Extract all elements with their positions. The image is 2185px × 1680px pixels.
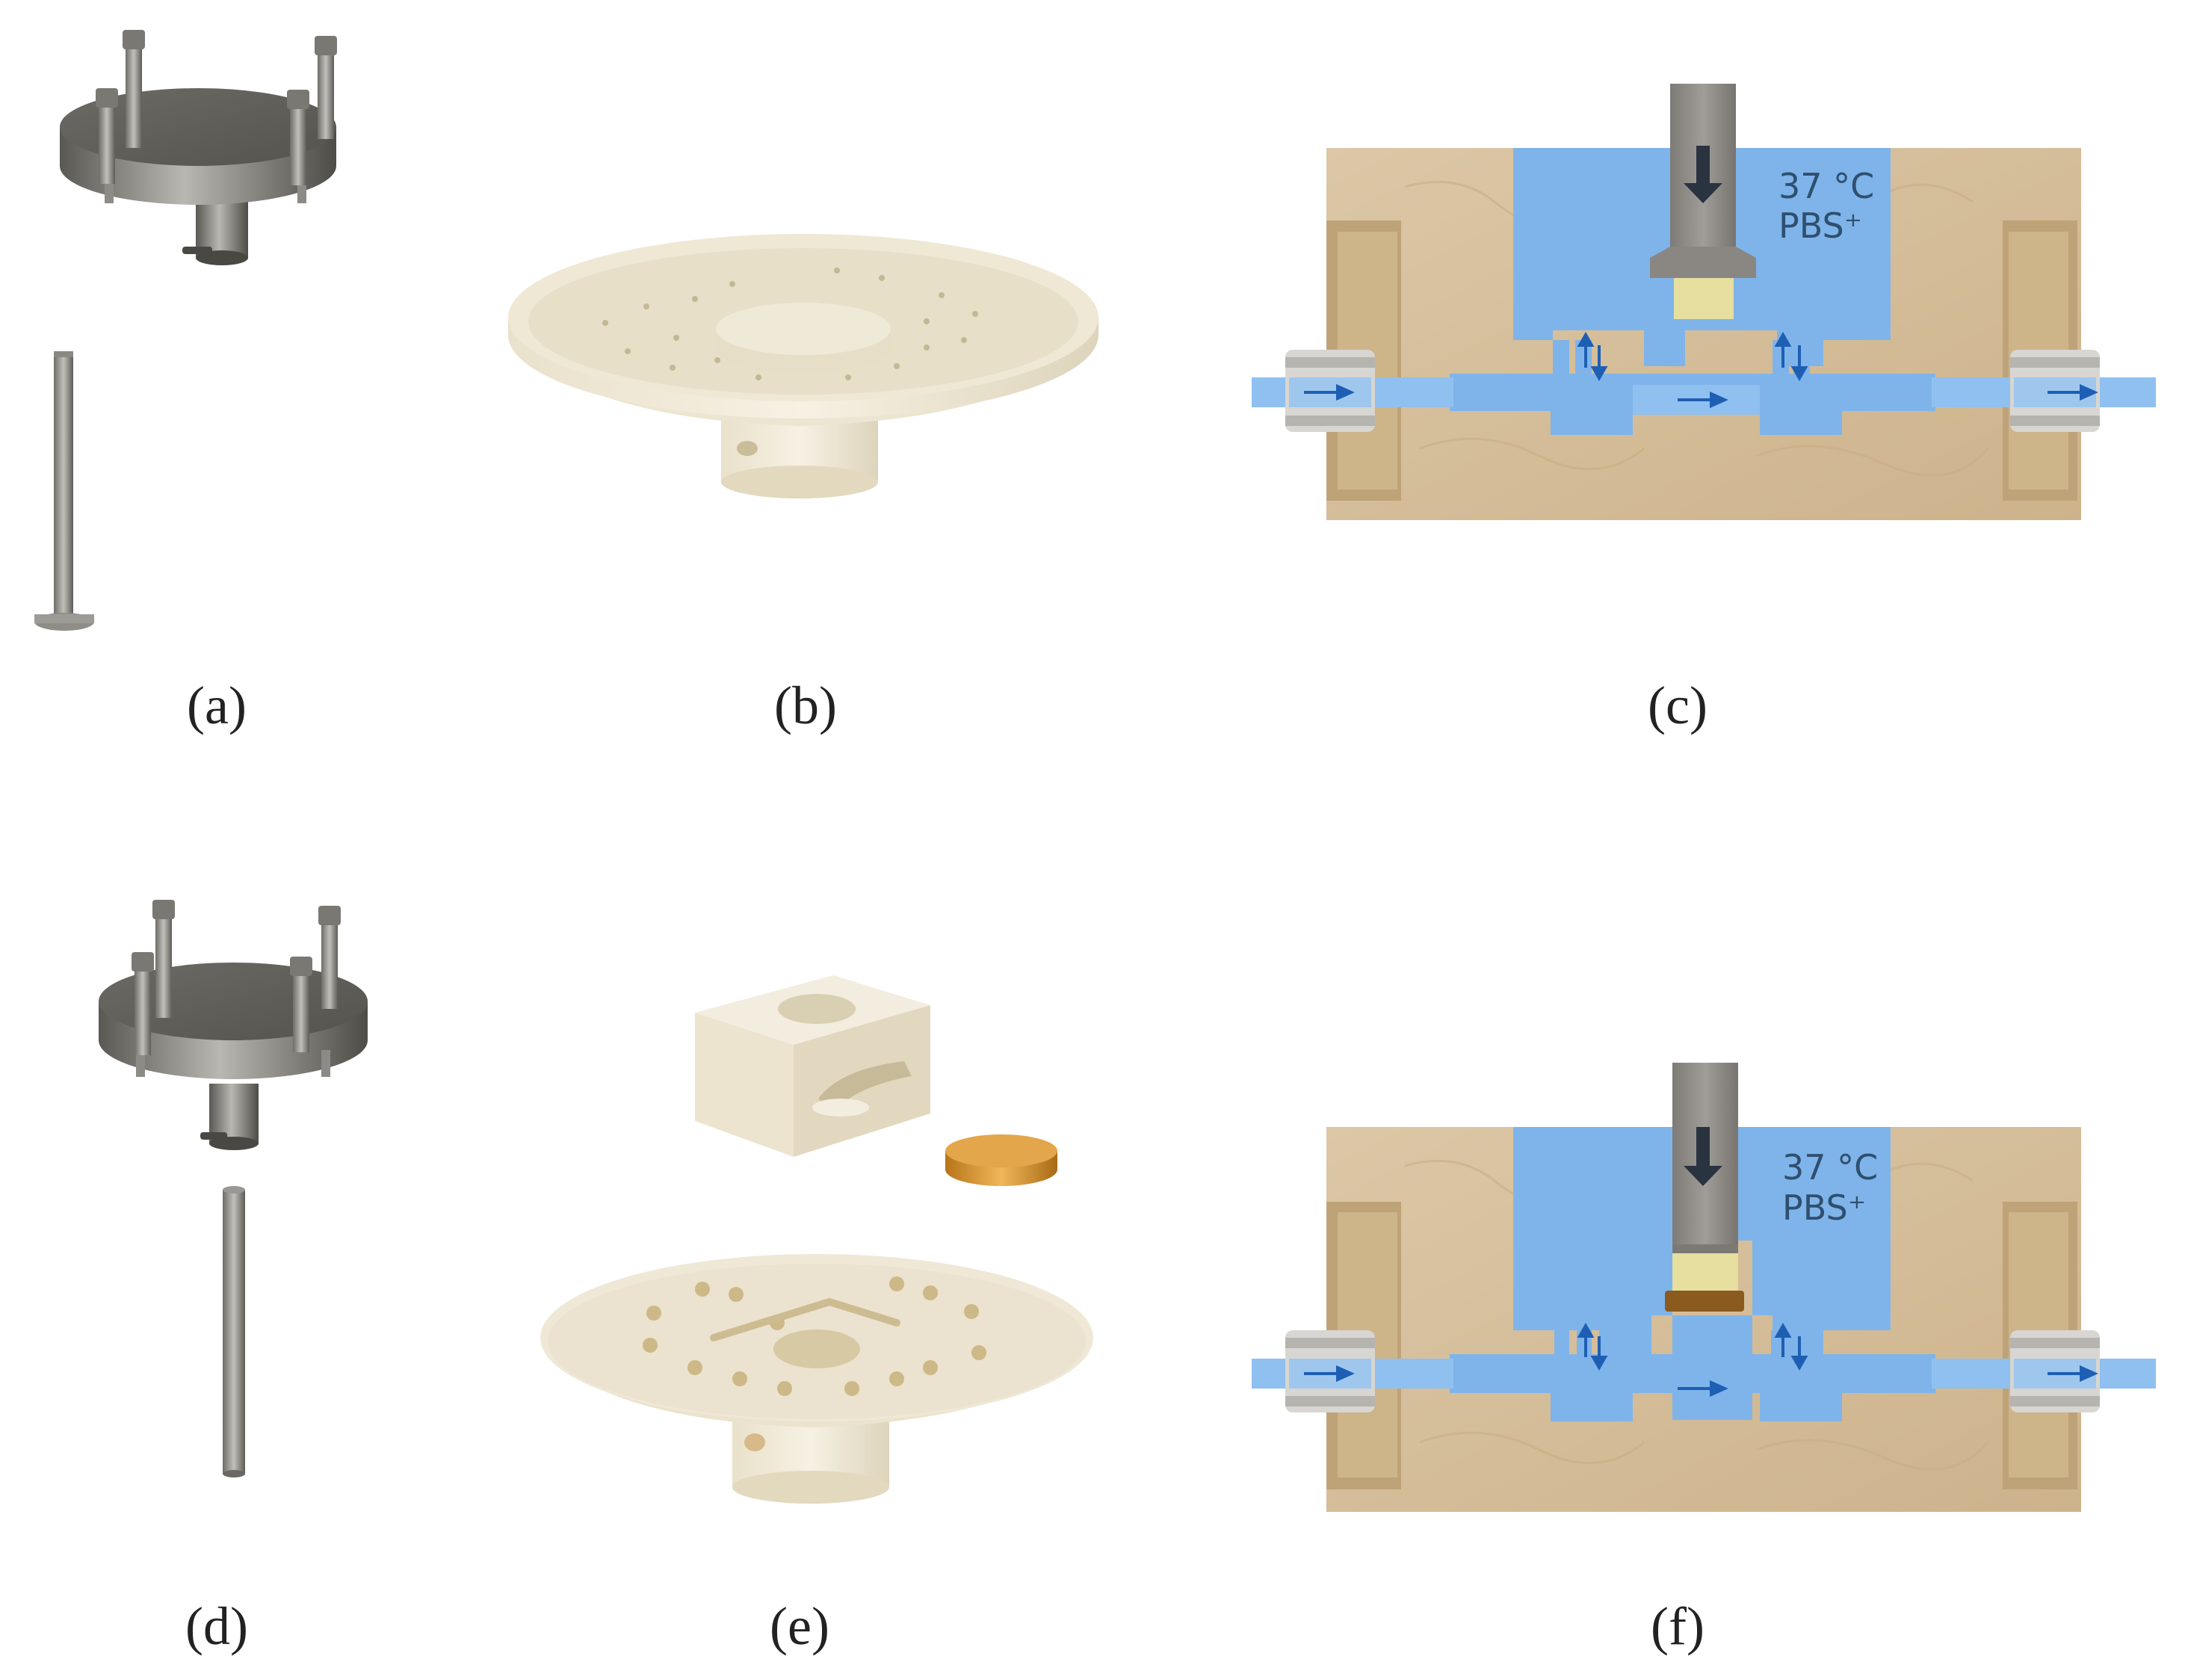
flow-arrows-c [1304,331,2098,409]
load-arrow-c [1684,146,1722,203]
panel-f: 37 °C PBS⁺ (f) [1252,1063,2156,1656]
plunger-c [1650,84,1756,319]
steel-rod-d [223,1186,245,1477]
ceramic-block-e [695,975,930,1157]
panel-label-d: (d) [185,1596,248,1656]
steel-lid-d [99,900,368,1150]
load-arrow-f [1684,1127,1722,1186]
panel-label-a: (a) [187,676,247,735]
flow-arrows-f [1304,1322,2098,1398]
steel-lid-a [60,30,337,265]
panel-a: (a) [34,30,337,735]
panel-label-e: (e) [770,1596,829,1656]
temperature-label-f: 37 °C [1782,1147,1878,1188]
panel-b: (b) [508,234,1098,735]
panel-e: (e) [540,975,1093,1656]
ceramic-plate-e [540,1254,1093,1504]
ceramic-plate-b [508,234,1098,498]
panel-label-c: (c) [1648,676,1707,735]
temperature-label-c: 37 °C [1778,166,1874,206]
medium-label-c: PBS⁺ [1778,206,1862,246]
gold-disc-e [945,1134,1057,1186]
panel-c: 37 °C PBS⁺ (c) [1252,84,2156,735]
panel-label-f: (f) [1651,1596,1705,1656]
medium-label-f: PBS⁺ [1782,1188,1866,1228]
panel-d: (d) [99,900,368,1656]
steel-rod-a [34,351,94,631]
panel-label-b: (b) [774,676,837,735]
plunger-f [1665,1063,1744,1312]
